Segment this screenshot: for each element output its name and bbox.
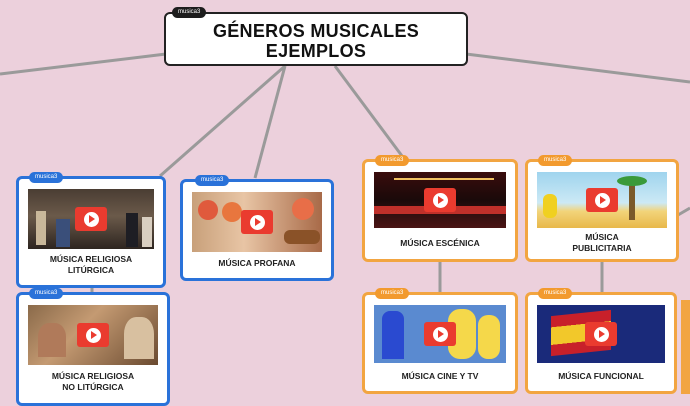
node-tag: musica3 <box>375 155 410 166</box>
label-line: MÚSICA ESCÉNICA <box>400 238 480 248</box>
label-line: MÚSICA RELIGIOSA <box>51 371 135 381</box>
play-icon[interactable] <box>424 322 456 346</box>
play-icon[interactable] <box>424 188 456 212</box>
node-publicitaria[interactable]: musica3 MÚSICA PUBLICITARIA <box>525 155 679 262</box>
node-escenica[interactable]: musica3 MÚSICA ESCÉNICA <box>362 155 518 262</box>
play-icon[interactable] <box>586 188 618 212</box>
node-funcional[interactable]: musica3 MÚSICA FUNCIONAL <box>525 288 677 394</box>
node-tag: musica3 <box>538 155 573 166</box>
node-tag: musica3 <box>29 172 64 183</box>
label-line: MÚSICA RELIGIOSA <box>49 254 133 264</box>
node-cine-tv[interactable]: musica3 MÚSICA CINE Y TV <box>362 288 518 394</box>
node-tag: musica3 <box>29 288 64 299</box>
play-icon[interactable] <box>241 210 273 234</box>
node-label: MÚSICA RELIGIOSA LITÚRGICA <box>23 254 159 276</box>
church-choir-image <box>28 189 154 249</box>
label-line: NO LITÚRGICA <box>62 382 124 392</box>
label-line: MÚSICA FUNCIONAL <box>558 371 644 381</box>
stage-image <box>374 172 506 228</box>
root-title-line2: EJEMPLOS <box>265 41 367 61</box>
node-tag: musica3 <box>195 175 230 186</box>
cartoon-family-image <box>374 305 506 363</box>
painting-image <box>28 305 158 365</box>
node-tag: musica3 <box>375 288 410 299</box>
play-icon[interactable] <box>75 207 107 231</box>
node-religiosa-no-liturgica[interactable]: musica3 MÚSICA RELIGIOSA NO LITÚRGICA <box>16 288 170 406</box>
play-icon[interactable] <box>77 323 109 347</box>
performers-image <box>192 192 322 252</box>
root-node[interactable]: musica3 GÉNEROS MUSICALES EJEMPLOS <box>164 7 468 66</box>
node-label: MÚSICA FUNCIONAL <box>532 371 670 382</box>
label-line: PUBLICITARIA <box>572 243 632 253</box>
node-label: MÚSICA PROFANA <box>187 258 327 269</box>
node-tag: musica3 <box>538 288 573 299</box>
node-label: MÚSICA PUBLICITARIA <box>532 232 672 254</box>
root-title-line1: GÉNEROS MUSICALES <box>212 21 420 41</box>
label-line: LITÚRGICA <box>67 265 115 275</box>
cartoon-beach-image <box>537 172 667 228</box>
node-label: MÚSICA RELIGIOSA NO LITÚRGICA <box>23 371 163 393</box>
flag-image <box>537 305 665 363</box>
label-line: MÚSICA CINE Y TV <box>401 371 479 381</box>
node-label: MÚSICA ESCÉNICA <box>369 238 511 249</box>
root-tag: musica3 <box>172 7 207 18</box>
play-icon[interactable] <box>585 322 617 346</box>
label-line: MÚSICA <box>585 232 619 242</box>
node-profana[interactable]: musica3 MÚSICA PROFANA <box>180 175 334 281</box>
node-religiosa-liturgica[interactable]: musica3 MÚSICA RELIGIOSA LITÚRGICA <box>16 172 166 288</box>
node-label: MÚSICA CINE Y TV <box>369 371 511 382</box>
label-line: MÚSICA PROFANA <box>218 258 296 268</box>
